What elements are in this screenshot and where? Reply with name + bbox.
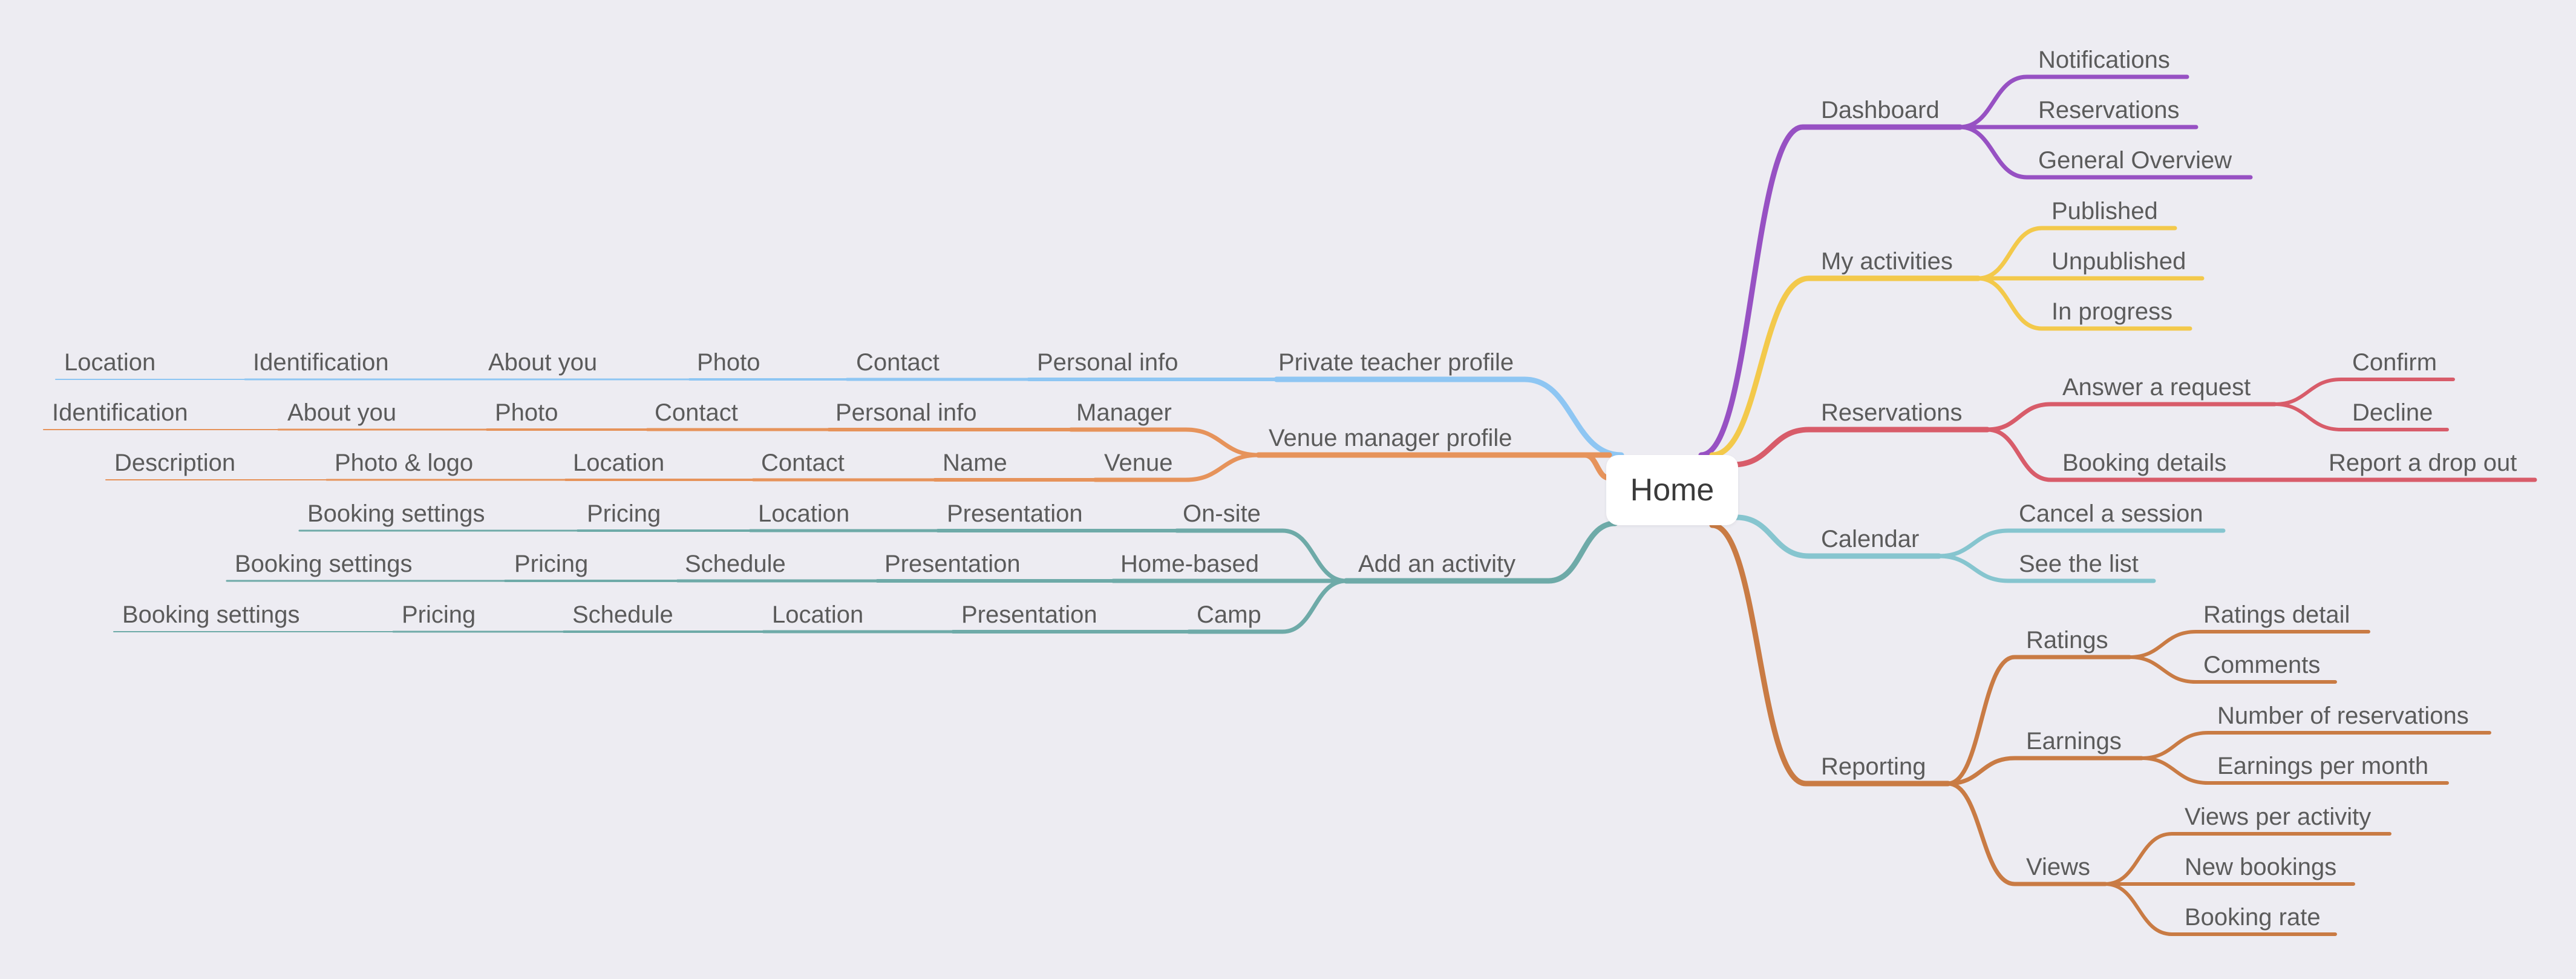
node-venue-photo-logo[interactable]: Photo & logo <box>335 450 474 476</box>
node-manager-contact[interactable]: Contact <box>655 399 738 426</box>
edge-booking-rate <box>2104 882 2337 936</box>
node-in-progress[interactable]: In progress <box>2051 298 2173 325</box>
node-number-of-reservations[interactable]: Number of reservations <box>2217 702 2469 729</box>
node-teacher-personal-info[interactable]: Personal info <box>1037 349 1178 376</box>
edge-in-progress <box>1976 276 2192 331</box>
edge-venue-root <box>1584 452 1612 481</box>
node-teacher-photo[interactable]: Photo <box>697 349 760 376</box>
node-earnings[interactable]: Earnings <box>2026 728 2122 755</box>
node-decline[interactable]: Decline <box>2352 399 2433 426</box>
node-manager-identification[interactable]: Identification <box>52 399 188 426</box>
node-cancel-a-session[interactable]: Cancel a session <box>2019 500 2203 527</box>
node-manager-photo[interactable]: Photo <box>495 399 558 426</box>
edge-earnings <box>1946 756 2144 786</box>
edge-comments <box>2128 655 2337 684</box>
edge-ratings <box>1946 655 2132 786</box>
edge-views-per-activity <box>2104 832 2391 886</box>
node-camp[interactable]: Camp <box>1197 601 1261 628</box>
node-camp-booking-settings[interactable]: Booking settings <box>122 601 300 628</box>
edge-ratings-detail <box>2128 630 2370 659</box>
edge-venue <box>1093 453 1261 482</box>
node-reporting[interactable]: Reporting <box>1821 753 1926 780</box>
node-onsite-pricing[interactable]: Pricing <box>587 500 661 527</box>
node-published[interactable]: Published <box>2051 198 2158 224</box>
node-views[interactable]: Views <box>2026 854 2090 880</box>
node-teacher-location[interactable]: Location <box>64 349 156 376</box>
node-onsite-location[interactable]: Location <box>758 500 850 527</box>
node-venue-description[interactable]: Description <box>114 450 236 476</box>
edge-my-activities <box>1709 275 1981 458</box>
node-camp-location[interactable]: Location <box>772 601 864 628</box>
node-venue-contact[interactable]: Contact <box>761 450 845 476</box>
node-venue-manager-profile[interactable]: Venue manager profile <box>1269 425 1512 451</box>
edge-manager <box>1068 427 1261 457</box>
node-notifications[interactable]: Notifications <box>2038 47 2170 73</box>
edge-cancel-a-session <box>1937 528 2226 558</box>
node-ratings[interactable]: Ratings <box>2026 627 2108 653</box>
node-venue-location[interactable]: Location <box>573 450 665 476</box>
edge-dashboard <box>1698 124 1963 458</box>
node-homebased-presentation[interactable]: Presentation <box>884 551 1021 577</box>
node-earnings-per-month[interactable]: Earnings per month <box>2217 753 2429 779</box>
edge-see-the-list <box>1937 554 2156 583</box>
node-ratings-detail[interactable]: Ratings detail <box>2203 601 2350 628</box>
edge-add-an-activity <box>1343 520 1618 584</box>
node-homebased-pricing[interactable]: Pricing <box>514 551 589 577</box>
edge-private-teacher-profile <box>1273 376 1624 458</box>
edge-decline <box>2273 402 2449 431</box>
node-teacher-about-you[interactable]: About you <box>488 349 598 376</box>
node-calendar[interactable]: Calendar <box>1821 526 1920 552</box>
node-camp-schedule[interactable]: Schedule <box>572 601 673 628</box>
node-views-per-activity[interactable]: Views per activity <box>2185 804 2372 830</box>
node-venue-name[interactable]: Name <box>943 450 1007 476</box>
node-comments[interactable]: Comments <box>2203 652 2321 678</box>
edge-camp <box>1186 578 1348 634</box>
node-answer-a-request[interactable]: Answer a request <box>2062 374 2251 401</box>
root-label: Home <box>1630 473 1715 508</box>
node-confirm[interactable]: Confirm <box>2352 349 2437 376</box>
node-report-a-drop-out[interactable]: Report a drop out <box>2329 450 2517 476</box>
root-node-home[interactable]: Home <box>1606 455 1738 525</box>
node-on-site[interactable]: On-site <box>1183 500 1261 527</box>
node-teacher-contact[interactable]: Contact <box>856 349 940 376</box>
node-manager-about-you[interactable]: About you <box>287 399 397 426</box>
edge-reservations <box>1730 427 1990 468</box>
node-dashboard-reservations[interactable]: Reservations <box>2038 97 2180 123</box>
edge-general-overview <box>1958 125 2253 180</box>
node-my-activities[interactable]: My activities <box>1821 248 1953 275</box>
node-unpublished[interactable]: Unpublished <box>2051 248 2186 275</box>
edge-published <box>1976 226 2177 281</box>
node-add-an-activity[interactable]: Add an activity <box>1358 551 1516 577</box>
node-manager-personal-info[interactable]: Personal info <box>835 399 977 426</box>
edge-booking-details <box>1985 427 2537 482</box>
node-booking-rate[interactable]: Booking rate <box>2185 904 2321 931</box>
edge-calendar <box>1733 514 1942 559</box>
node-general-overview[interactable]: General Overview <box>2038 147 2232 174</box>
edge-notifications <box>1958 74 2189 129</box>
edge-views <box>1946 781 2108 886</box>
node-camp-presentation[interactable]: Presentation <box>961 601 1097 628</box>
node-camp-pricing[interactable]: Pricing <box>402 601 476 628</box>
edge-number-of-reservations <box>2140 731 2491 760</box>
node-private-teacher-profile[interactable]: Private teacher profile <box>1278 349 1514 376</box>
node-homebased-booking-settings[interactable]: Booking settings <box>235 551 413 577</box>
node-see-the-list[interactable]: See the list <box>2019 551 2139 577</box>
edge-earnings-per-month <box>2140 756 2449 785</box>
node-reservations[interactable]: Reservations <box>1821 399 1963 426</box>
edge-reporting <box>1709 522 1951 787</box>
node-teacher-identification[interactable]: Identification <box>253 349 389 376</box>
node-onsite-booking-settings[interactable]: Booking settings <box>307 500 485 527</box>
node-new-bookings[interactable]: New bookings <box>2185 854 2337 880</box>
edge-answer-a-request <box>1985 402 2277 432</box>
node-venue[interactable]: Venue <box>1104 450 1173 476</box>
node-onsite-presentation[interactable]: Presentation <box>947 500 1083 527</box>
node-homebased-schedule[interactable]: Schedule <box>685 551 786 577</box>
node-booking-details[interactable]: Booking details <box>2062 450 2227 476</box>
node-manager[interactable]: Manager <box>1076 399 1172 426</box>
edge-on-site <box>1174 528 1348 583</box>
node-dashboard[interactable]: Dashboard <box>1821 97 1940 123</box>
edge-confirm <box>2273 378 2455 406</box>
node-home-based[interactable]: Home-based <box>1120 551 1260 577</box>
